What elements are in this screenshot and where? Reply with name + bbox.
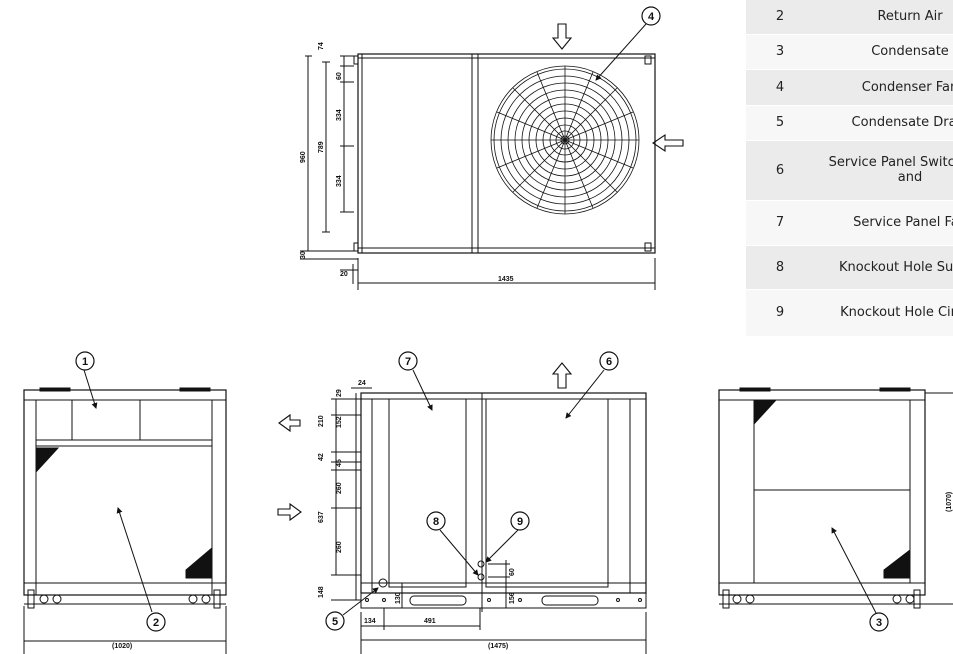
dim-top-60: 60 <box>336 72 343 80</box>
airflow-arrow-left-icon <box>652 133 684 153</box>
dim-side-260b: 260 <box>336 541 343 553</box>
legend-row-description: Condenser Fan <box>814 69 953 106</box>
rear-view <box>718 387 953 614</box>
legend-row-description: Service Panel Switch Box and <box>814 140 953 201</box>
side-view <box>277 362 647 654</box>
dim-top-74: 74 <box>318 42 325 50</box>
svg-text:5: 5 <box>332 616 338 628</box>
legend-body: 2 Return Air 3 Condensate 4 Condenser Fa… <box>746 0 953 337</box>
top-view-dimensions: 74 60 334 334 789 960 30 20 1435 <box>300 42 514 283</box>
legend-row: 9 Knockout Hole Circuit <box>746 289 953 337</box>
callout-9: 9 <box>510 511 530 531</box>
condenser-fan-guard <box>490 65 640 215</box>
dim-side-210: 210 <box>318 415 325 427</box>
dim-side-260a: 260 <box>336 482 343 494</box>
svg-text:9: 9 <box>517 516 523 528</box>
dim-top-20: 20 <box>340 271 348 278</box>
legend-row: 4 Condenser Fan <box>746 69 953 106</box>
legend-row: 8 Knockout Hole Supply <box>746 245 953 290</box>
dim-side-491: 491 <box>424 618 436 625</box>
dim-side-45: 45 <box>336 459 343 467</box>
legend-row-number: 9 <box>746 289 814 337</box>
dim-top-334b: 334 <box>336 175 343 187</box>
dim-side-29: 29 <box>336 389 343 397</box>
legend-row-number: 2 <box>746 0 814 35</box>
dim-side-24: 24 <box>358 380 366 387</box>
legend-row-description: Knockout Hole Supply <box>814 245 953 290</box>
svg-text:7: 7 <box>405 356 411 368</box>
callout-3: 3 <box>869 612 889 632</box>
legend-row-number: 8 <box>746 245 814 290</box>
legend-row-number: 6 <box>746 140 814 201</box>
legend-row-description: Return Air <box>814 0 953 35</box>
legend-row: 5 Condensate Drain <box>746 105 953 141</box>
svg-text:2: 2 <box>153 617 159 629</box>
legend-row-description: Condensate Drain <box>814 105 953 141</box>
dim-front-1020: (1020) <box>112 643 132 650</box>
side-view-dimensions: 24 29 210 152 42 45 260 637 260 148 130 … <box>112 380 953 650</box>
rear-view-casing <box>718 389 926 596</box>
legend-row: 6 Service Panel Switch Box and <box>746 140 953 201</box>
dim-side-148: 148 <box>318 586 325 598</box>
top-view <box>300 23 684 290</box>
svg-text:1: 1 <box>82 356 88 368</box>
legend-row: 3 Condensate <box>746 34 953 70</box>
airflow-arrow-up-icon <box>551 362 573 389</box>
front-view-casing <box>23 389 227 596</box>
parts-legend-table: 2 Return Air 3 Condensate 4 Condenser Fa… <box>746 0 953 340</box>
callouts: 1 2 3 4 5 6 7 8 <box>75 6 889 632</box>
legend-row-number: 4 <box>746 69 814 106</box>
dim-top-960: 960 <box>300 151 307 163</box>
callout-7: 7 <box>398 351 418 371</box>
legend-row: 2 Return Air <box>746 0 953 35</box>
callout-5: 5 <box>325 611 345 631</box>
callout-1: 1 <box>75 351 95 371</box>
side-view-casing <box>360 392 647 594</box>
dim-rear-1070: (1070) <box>946 492 953 512</box>
svg-text:4: 4 <box>648 11 655 23</box>
dim-side-152: 152 <box>336 416 343 428</box>
dim-side-156: 156 <box>509 592 516 604</box>
svg-text:6: 6 <box>606 356 612 368</box>
dim-side-637: 637 <box>318 511 325 523</box>
legend-row: 7 Service Panel Fan <box>746 200 953 246</box>
dim-side-42: 42 <box>318 453 325 461</box>
airflow-arrow-down-icon <box>551 23 573 50</box>
dim-side-130: 130 <box>395 592 402 604</box>
legend-row-number: 7 <box>746 200 814 246</box>
dim-side-1475: (1475) <box>488 643 508 650</box>
callout-6: 6 <box>599 351 619 371</box>
legend-row-description: Condensate <box>814 34 953 70</box>
dim-top-30: 30 <box>300 251 307 259</box>
legend-row-number: 5 <box>746 105 814 141</box>
svg-text:8: 8 <box>433 516 439 528</box>
dim-side-134: 134 <box>364 618 376 625</box>
dim-side-60: 60 <box>509 568 516 576</box>
airflow-arrow-in-right-icon <box>277 502 302 522</box>
callout-4: 4 <box>595 6 661 81</box>
callout-2: 2 <box>146 612 166 632</box>
dim-top-334a: 334 <box>336 109 343 121</box>
front-view <box>23 369 227 654</box>
legend-row-description: Knockout Hole Circuit <box>814 289 953 337</box>
airflow-arrow-out-left-icon <box>278 413 301 433</box>
dim-top-789: 789 <box>318 141 325 153</box>
legend-row-description: Service Panel Fan <box>814 200 953 246</box>
svg-text:3: 3 <box>876 617 882 629</box>
legend-row-number: 3 <box>746 34 814 70</box>
dim-top-1435: 1435 <box>498 276 514 283</box>
callout-8: 8 <box>426 511 446 531</box>
top-view-casing <box>357 53 656 254</box>
